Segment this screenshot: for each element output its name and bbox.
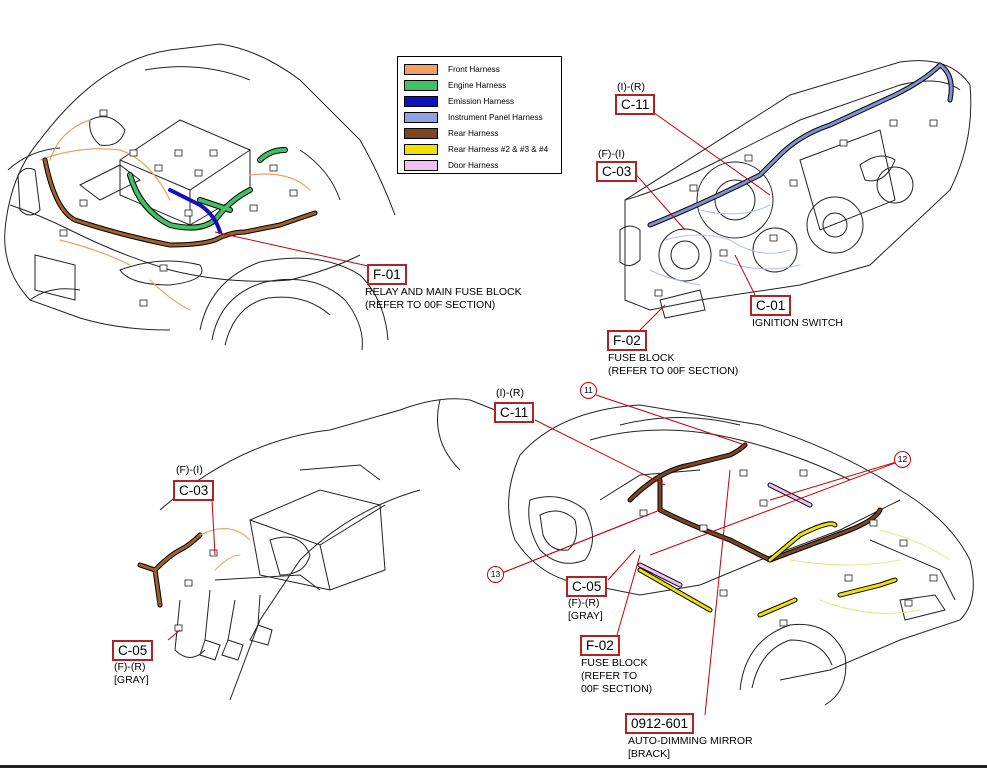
c05-right-location: (F)-(R) [GRAY] [568,597,603,622]
f02-bottom-description: FUSE BLOCK (REFER TO 00F SECTION) [581,657,653,695]
f02-bottom-callout: F-02 [580,635,620,656]
rear-car-rear-harness-fill [628,443,882,562]
legend-swatch [404,111,438,123]
reference-number-13: 13 [487,566,504,583]
legend-item: Instrument Panel Harness [404,109,555,125]
c11-top-location: (I)-(R) [617,81,645,93]
rear-car-door-harness-fill [638,483,812,587]
legend-item: Front Harness [404,61,555,77]
rear-harness-front-wire-fill [43,158,317,247]
legend-item: Rear Harness [404,125,555,141]
c01-description: IGNITION SWITCH [752,317,843,329]
c03-bottom-location: (F)-(I) [176,464,203,476]
legend-label: Instrument Panel Harness [448,112,543,122]
legend-item: Engine Harness [404,77,555,93]
c03-top-location: (F)-(I) [598,148,625,160]
legend-item: Emission Harness [404,93,555,109]
legend-label: Engine Harness [448,80,507,90]
rear-car-door-harness [637,482,813,588]
f01-description: RELAY AND MAIN FUSE BLOCK (REFER TO 00F … [365,286,522,311]
mirror-description: AUTO-DIMMING MIRROR [BRACK] [628,735,753,760]
harness-legend: Front Harness Engine Harness Emission Ha… [397,56,562,174]
pedal-rear-harness-fill [138,533,202,607]
c11-bottom-location: (I)-(R) [496,387,524,399]
f01-callout: F-01 [367,264,407,285]
c01-callout: C-01 [750,295,792,316]
legend-label: Door Harness [448,160,499,170]
f02-top-callout: F-02 [607,330,647,351]
c11-bottom-callout: C-11 [494,402,535,423]
pedal-front-harness [199,528,251,571]
front-car-outline [4,43,396,351]
front-harness-wire [39,119,311,311]
pedal-area-outline [159,398,521,701]
legend-swatch [404,79,438,91]
legend-swatch [404,127,438,139]
bottom-border [0,765,987,768]
legend-item: Door Harness [404,157,555,173]
c05-left-callout: C-05 [112,640,154,661]
legend-item: Rear Harness #2 & #3 & #4 [404,141,555,157]
pedal-rear-harness [137,532,203,608]
rear-car-outline [508,404,974,706]
c05-left-location: (F)-(R) [GRAY] [114,661,149,686]
c03-top-callout: C-03 [596,161,638,182]
rear-car-yellow-harness-fill [638,522,897,617]
ip-harness-thin-wires [649,204,801,286]
reference-number-12: 12 [894,451,911,468]
legend-label: Rear Harness #2 & #3 & #4 [448,144,549,154]
mirror-callout: 0912-601 [625,713,695,734]
instrument-panel-outline [619,60,972,319]
legend-swatch [404,95,438,107]
c11-top-callout: C-11 [615,94,656,115]
emission-harness-wire [168,188,222,234]
rear-car-rear-harness [627,442,883,563]
legend-swatch [404,143,438,155]
legend-swatch [404,63,438,75]
legend-label: Rear Harness [448,128,499,138]
legend-swatch [404,159,438,171]
legend-label: Emission Harness [448,96,514,106]
rear-car-thin-yellow-wires [789,529,951,614]
legend-label: Front Harness [448,64,500,74]
f02-top-description: FUSE BLOCK (REFER TO 00F SECTION) [608,352,739,377]
c03-bottom-callout: C-03 [173,480,215,501]
rear-car-yellow-harness [637,521,898,618]
ip-harness-wire-fill [648,63,953,227]
reference-number-11: 11 [580,382,597,399]
engine-harness-wire-fill [128,148,287,230]
c05-right-callout: C-05 [566,576,608,597]
